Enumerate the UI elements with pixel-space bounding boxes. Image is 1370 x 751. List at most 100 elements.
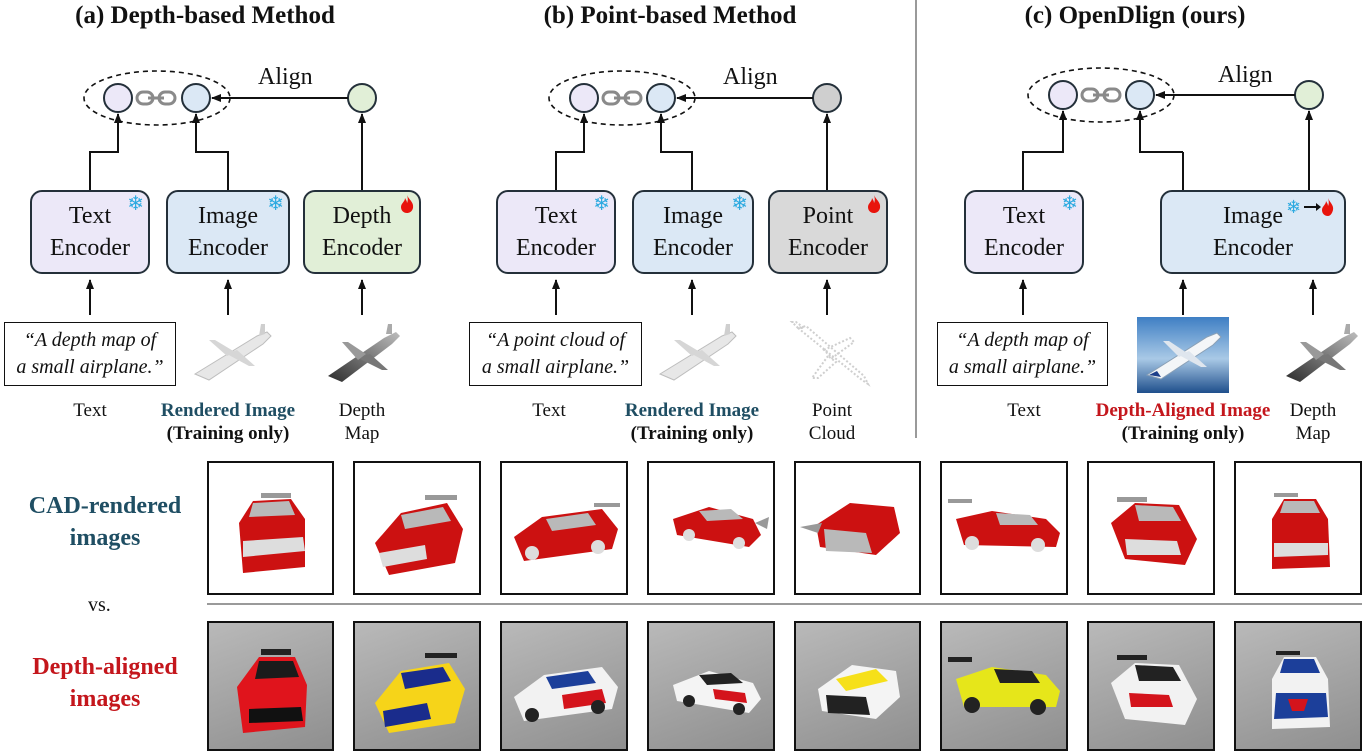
race-car-icon — [375, 495, 463, 575]
encoder-line1: Image — [1223, 203, 1283, 229]
cad-rendered-image — [794, 461, 921, 595]
panel-c-text-prompt: “A depth map of a small airplane.” — [937, 322, 1108, 386]
depth-aligned-image — [940, 621, 1068, 751]
depth-aligned-image — [794, 621, 921, 751]
airplane-icon — [193, 324, 272, 381]
race-car-icon — [948, 499, 1060, 552]
encoder-line2: Encoder — [50, 235, 130, 261]
encoder-line2: Encoder — [788, 235, 868, 261]
panel-c-label-map: Map — [1295, 423, 1331, 444]
depth-aligned-image — [1087, 621, 1215, 751]
race-car-icon — [1111, 497, 1197, 565]
vs-label: vs. — [88, 594, 111, 616]
race-car-icon — [514, 503, 620, 561]
panel-c-label-training-only: (Training only) — [1121, 423, 1245, 444]
encoder-line2: Encoder — [188, 235, 268, 261]
encoder-line1: Image — [198, 203, 258, 229]
race-car-icon — [800, 503, 900, 555]
cad-rendered-image — [1087, 461, 1215, 595]
cad-rendered-image — [207, 461, 334, 595]
encoder-line1: Point — [802, 203, 854, 229]
race-car-icon — [514, 667, 618, 722]
encoder-line1: Depth — [332, 203, 392, 229]
depth-aligned-image — [1234, 621, 1362, 751]
panel-b-text-prompt: “A point cloud of a small airplane.” — [469, 322, 642, 386]
panel-c-label-text: Text — [1007, 400, 1041, 421]
cad-rendered-image — [500, 461, 628, 595]
panel-a-label-text: Text — [73, 400, 107, 421]
prompt-line2: a small airplane.” — [948, 356, 1097, 378]
snowflake-icon: ❄ — [127, 193, 144, 215]
cad-rendered-row-label: CAD-rendered images — [10, 490, 200, 554]
svg-text:❄: ❄ — [1286, 197, 1301, 218]
row-label-line2: images — [69, 686, 141, 712]
snowflake-icon: ❄ — [731, 193, 748, 215]
snowflake-icon: ❄ — [593, 193, 610, 215]
prompt-line2: a small airplane.” — [481, 356, 630, 378]
depth-aligned-image — [353, 621, 481, 751]
panel-b-align-label: Align — [723, 64, 778, 90]
panel-b-label-rendered-image: Rendered Image — [624, 400, 760, 421]
encoder-line1: Text — [534, 203, 578, 229]
race-car-icon — [948, 657, 1060, 715]
encoder-line1: Text — [68, 203, 112, 229]
flame-icon — [399, 194, 415, 218]
panel-a-title: (a) Depth-based Method — [75, 2, 335, 29]
airplane-icon — [658, 324, 737, 381]
row-label-line1: Depth-aligned — [32, 654, 178, 680]
race-car-icon — [818, 665, 900, 719]
cad-rendered-image — [353, 461, 481, 595]
encoder-line2: Encoder — [516, 235, 596, 261]
panel-c-label-depth-aligned-image: Depth-Aligned Image — [1095, 400, 1271, 421]
race-car-icon — [1111, 655, 1197, 725]
panel-c-title: (c) OpenDlign (ours) — [1024, 2, 1246, 29]
depth-aligned-image — [207, 621, 334, 751]
panel-b-title: (b) Point-based Method — [543, 2, 797, 29]
prompt-line1: “A point cloud of — [485, 329, 626, 351]
race-car-icon — [237, 649, 307, 733]
airplane-icon — [1286, 324, 1358, 382]
prompt-line1: “A depth map of — [956, 329, 1089, 351]
prompt-line1: “A depth map of — [23, 329, 157, 351]
row-label-line2: images — [69, 525, 141, 551]
encoder-line2: Encoder — [653, 235, 733, 261]
depth-aligned-airplane-image — [1137, 317, 1229, 393]
panel-b-label-cloud: Cloud — [808, 423, 856, 444]
snowflake-to-flame-icon: ❄ — [1286, 196, 1336, 222]
depth-aligned-image — [647, 621, 775, 751]
race-car-icon — [1272, 651, 1330, 729]
chain-link-icon — [1080, 87, 1122, 103]
panel-c-align-label: Align — [1218, 62, 1273, 88]
panel-a-label-training-only: (Training only) — [166, 423, 290, 444]
panel-b-label-point: Point — [811, 400, 853, 421]
encoder-line2: Encoder — [322, 235, 402, 261]
panel-a-label-map: Map — [344, 423, 380, 444]
row-label-line1: CAD-rendered — [28, 493, 182, 519]
race-car-icon — [1272, 493, 1330, 569]
encoder-line1: Text — [1002, 203, 1046, 229]
chain-link-icon — [601, 90, 643, 106]
flame-icon — [866, 194, 882, 218]
encoder-line2: Encoder — [1213, 235, 1293, 261]
panel-b-label-text: Text — [532, 400, 566, 421]
encoder-line1: Image — [663, 203, 723, 229]
panel-a-label-depth: Depth — [338, 400, 386, 421]
snowflake-icon: ❄ — [1061, 193, 1078, 215]
airplane-icon — [328, 324, 400, 382]
cad-rendered-image — [1234, 461, 1362, 595]
encoder-line2: Encoder — [984, 235, 1064, 261]
panel-a-label-rendered-image: Rendered Image — [160, 400, 296, 421]
panel-b-label-training-only: (Training only) — [630, 423, 754, 444]
race-car-icon — [673, 671, 761, 715]
prompt-line2: a small airplane.” — [16, 356, 164, 378]
race-car-icon — [375, 653, 465, 733]
race-car-icon — [673, 507, 769, 549]
chain-link-icon — [135, 90, 177, 106]
